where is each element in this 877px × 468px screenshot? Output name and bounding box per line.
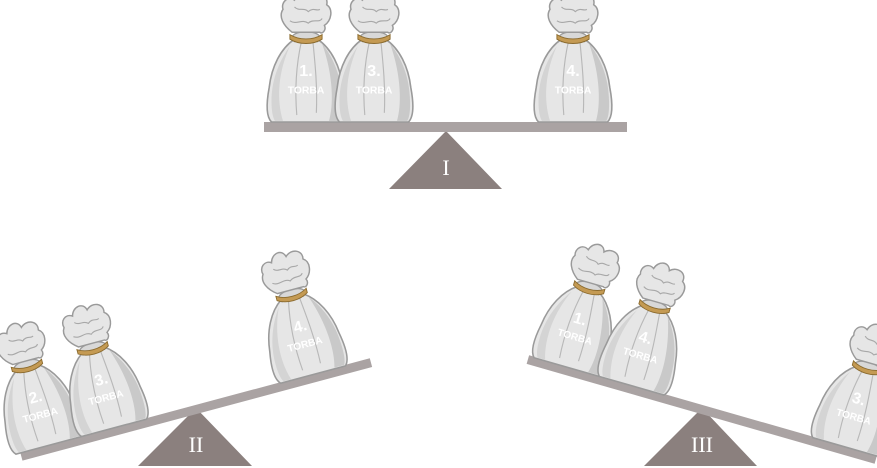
scale-1-right-bag-1: 4. TORBA xyxy=(534,0,612,122)
scale-1-left-bag-2: 3. TORBA xyxy=(335,0,413,122)
scale-2: II 2. TORBA 3. TORBA 4. TORBA xyxy=(0,237,372,466)
bag-label: TORBA xyxy=(288,85,325,96)
scale-2-right-bag-1: 4. TORBA xyxy=(244,242,350,384)
scale-1-label: I xyxy=(442,155,449,180)
bag-number: 4. xyxy=(566,62,579,80)
scale-2-label: II xyxy=(189,432,204,457)
scale-3-right-bag-1: 3. TORBA xyxy=(809,315,877,458)
bag-label: TORBA xyxy=(356,85,393,96)
scale-1-left-bag-1: 1. TORBA xyxy=(267,0,345,122)
scale-3-label: III xyxy=(691,432,713,457)
bag-number: 3. xyxy=(367,62,380,80)
scale-1-beam xyxy=(264,122,627,132)
scale-1: I 1. TORBA 3. TORBA 4. TORBA xyxy=(264,0,627,189)
scale-3: III 1. TORBA 4. TORBA 3. TORBA xyxy=(527,234,877,466)
bag-number: 1. xyxy=(299,62,312,80)
bag-label: TORBA xyxy=(555,85,592,96)
